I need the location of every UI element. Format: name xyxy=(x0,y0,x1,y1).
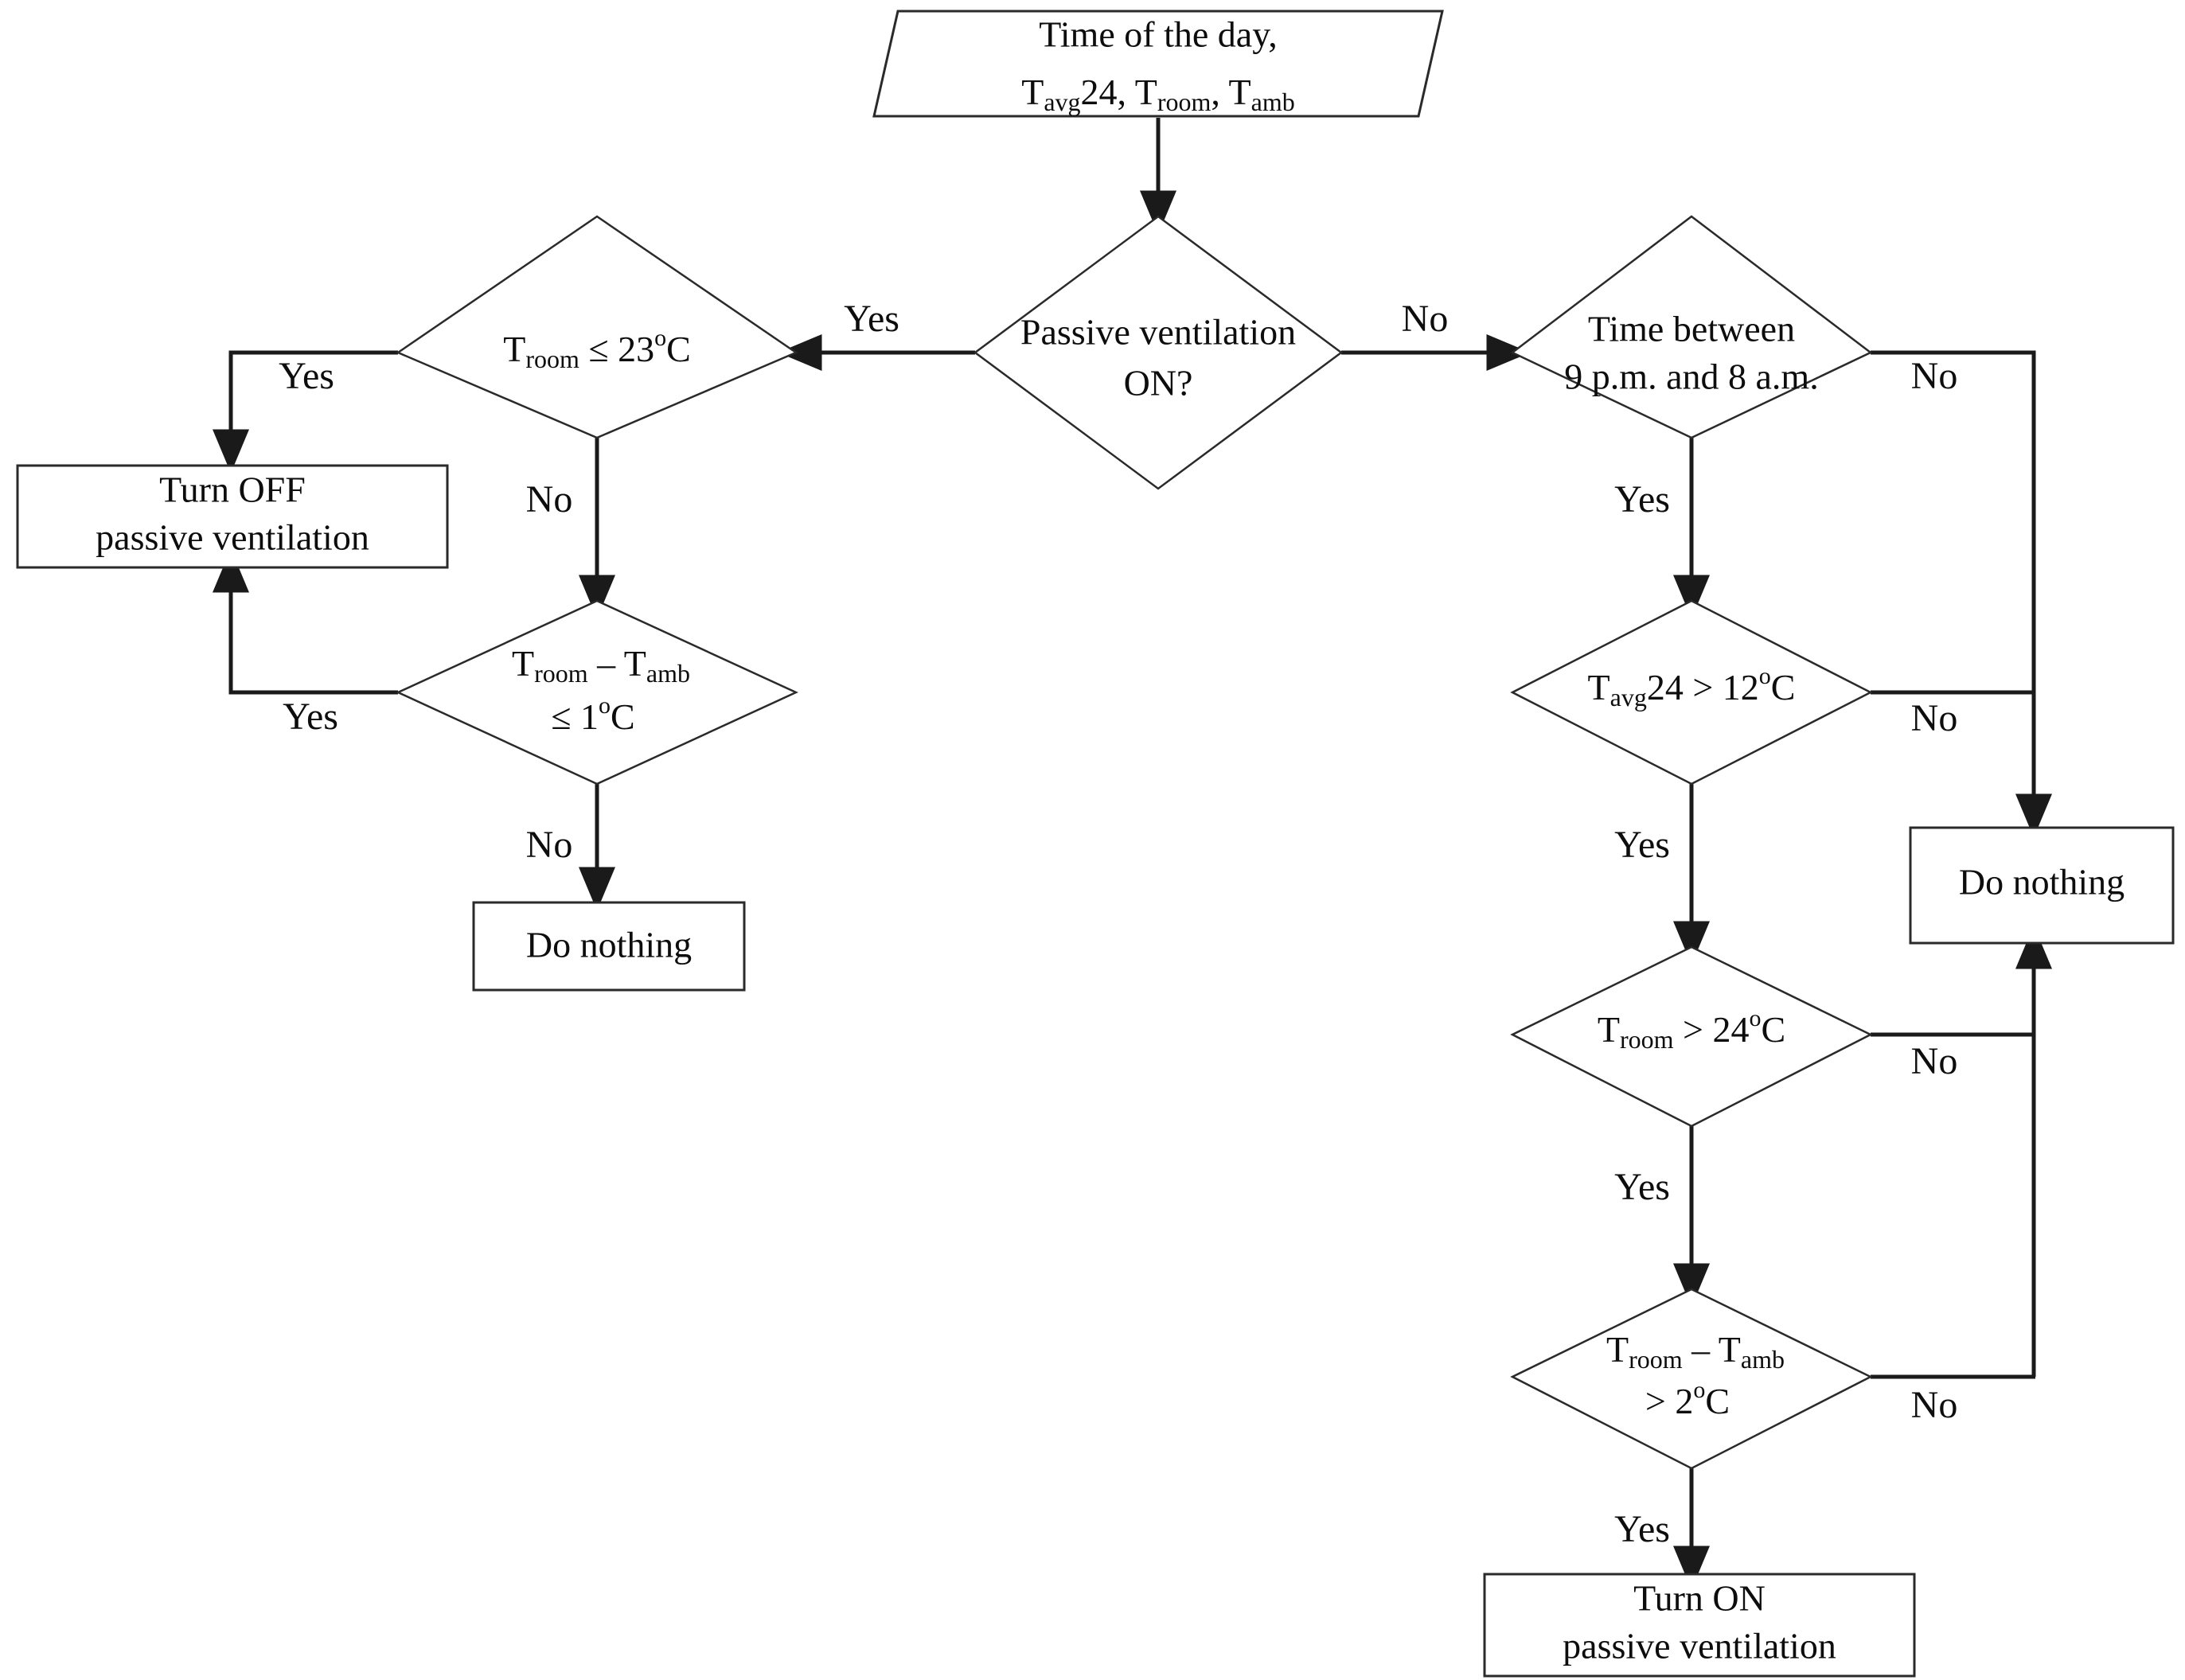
node-decision-time-between xyxy=(1510,215,1873,439)
input-sub-amb: amb xyxy=(1251,88,1295,116)
troom23-deg: o xyxy=(654,325,666,351)
diff2-sub2: amb xyxy=(1741,1345,1785,1374)
node-turnon-line1: Turn ON xyxy=(1633,1578,1766,1619)
diff2-line2-val: > 2 xyxy=(1645,1381,1693,1421)
node-main-line2: ON? xyxy=(1124,363,1193,403)
tavg12-rest: 24 > 12 xyxy=(1647,667,1759,707)
node-decision-troom-minus-tamb-le-1 xyxy=(396,599,798,785)
node-troom23-text: Troom ≤ 23oC xyxy=(503,325,691,373)
node-turnon-line2: passive ventilation xyxy=(1563,1626,1836,1666)
troom24-rest: > 24 xyxy=(1674,1009,1750,1050)
edge-label-timewindow-no: No xyxy=(1911,355,1958,397)
node-input-parallelogram xyxy=(872,10,1444,118)
input-tamb: , T xyxy=(1211,72,1251,112)
tavg12-deg: o xyxy=(1759,663,1771,689)
node-input-line1: Time of the day, xyxy=(1039,14,1277,55)
edge-timewindow-no-to-donothing-right xyxy=(1871,350,2052,838)
input-sub-avg: avg xyxy=(1044,88,1080,116)
node-decision-troom-gt-24 xyxy=(1510,945,1873,1128)
node-diff2-line1: Troom – Tamb xyxy=(1606,1329,1785,1374)
input-24-troom: 24, T xyxy=(1081,72,1157,112)
edge-label-main-no: No xyxy=(1402,298,1449,340)
diff1-unit: C xyxy=(611,696,635,737)
edge-label-diff2-no: No xyxy=(1911,1384,1958,1426)
troom24-deg: o xyxy=(1749,1005,1761,1031)
diff1-sub2: amb xyxy=(646,659,690,688)
troom23-rest: ≤ 23 xyxy=(579,329,654,369)
node-turnoff-line1: Turn OFF xyxy=(159,470,306,510)
edge-label-timewindow-yes: Yes xyxy=(1614,478,1670,520)
node-box-do-nothing-left xyxy=(472,901,746,992)
node-diff2-line2: > 2oC xyxy=(1645,1377,1730,1421)
edge-label-troom24-no: No xyxy=(1911,1040,1958,1082)
troom23-sub: room xyxy=(525,345,579,373)
edge-label-troom24-yes: Yes xyxy=(1614,1166,1670,1208)
edge-label-troom23-no: No xyxy=(526,478,573,520)
node-tavg12-text: Tavg24 > 12oC xyxy=(1588,663,1796,711)
diff1-mid: – T xyxy=(588,643,646,684)
diff2-t1: T xyxy=(1606,1329,1629,1370)
tavg12-sub: avg xyxy=(1610,683,1647,711)
troom24-sub: room xyxy=(1620,1025,1674,1054)
edge-label-main-yes: Yes xyxy=(844,298,899,340)
node-donothing-right-label: Do nothing xyxy=(1959,862,2125,902)
edge-label-diff2-yes: Yes xyxy=(1614,1508,1670,1550)
node-decision-tavg24-gt-12 xyxy=(1510,599,1873,785)
node-diff1-line2: ≤ 1oC xyxy=(551,692,634,737)
node-timewindow-line1: Time between xyxy=(1588,309,1795,349)
edge-label-diff1-yes: Yes xyxy=(283,696,338,738)
diff2-deg: o xyxy=(1693,1377,1705,1403)
edge-label-diff1-no: No xyxy=(526,824,573,866)
node-input-line2: Tavg24, Troom, Tamb xyxy=(1021,72,1295,117)
node-timewindow-line2: 9 p.m. and 8 a.m. xyxy=(1564,357,1818,397)
node-box-do-nothing-right xyxy=(1909,826,2175,945)
edge-label-tavg12-yes: Yes xyxy=(1614,824,1670,866)
edge-label-tavg12-no: No xyxy=(1911,697,1958,739)
edge-label-troom23-yes: Yes xyxy=(279,355,334,397)
diff2-unit: C xyxy=(1705,1381,1730,1421)
diff1-line2-val: ≤ 1 xyxy=(551,696,599,737)
tavg12-t: T xyxy=(1588,667,1610,707)
node-diff1-line1: Troom – Tamb xyxy=(512,643,690,688)
diff1-deg: o xyxy=(599,692,611,719)
node-box-turn-on-passive-ventilation xyxy=(1483,1573,1916,1678)
node-decision-troom-minus-tamb-gt-2 xyxy=(1510,1288,1873,1470)
edge-diff1-yes-to-turnoff xyxy=(213,548,398,695)
troom24-unit: C xyxy=(1761,1009,1785,1050)
diff1-t1: T xyxy=(512,643,534,684)
diff2-mid: – T xyxy=(1683,1329,1741,1370)
edge-troom23-yes-to-turnoff xyxy=(213,350,398,474)
node-decision-troom-le-23 xyxy=(396,215,798,439)
diff2-sub1: room xyxy=(1629,1345,1683,1374)
input-t-avg: T xyxy=(1021,72,1044,112)
troom23-t: T xyxy=(503,329,525,369)
node-main-line1: Passive ventilation xyxy=(1020,312,1296,353)
node-decision-passive-ventilation-on xyxy=(973,215,1344,490)
edge-troom24-no-to-donothing-right xyxy=(1871,925,2052,1037)
node-turnoff-line2: passive ventilation xyxy=(96,517,369,558)
diff1-sub1: room xyxy=(534,659,588,688)
input-sub-room: room xyxy=(1157,88,1212,116)
tavg12-unit: C xyxy=(1771,667,1796,707)
node-donothing-left-label: Do nothing xyxy=(526,925,692,965)
troom23-unit: C xyxy=(666,329,691,369)
node-troom24-text: Troom > 24oC xyxy=(1598,1005,1785,1054)
node-box-turn-off-passive-ventilation xyxy=(16,464,449,569)
troom24-t: T xyxy=(1598,1009,1620,1050)
